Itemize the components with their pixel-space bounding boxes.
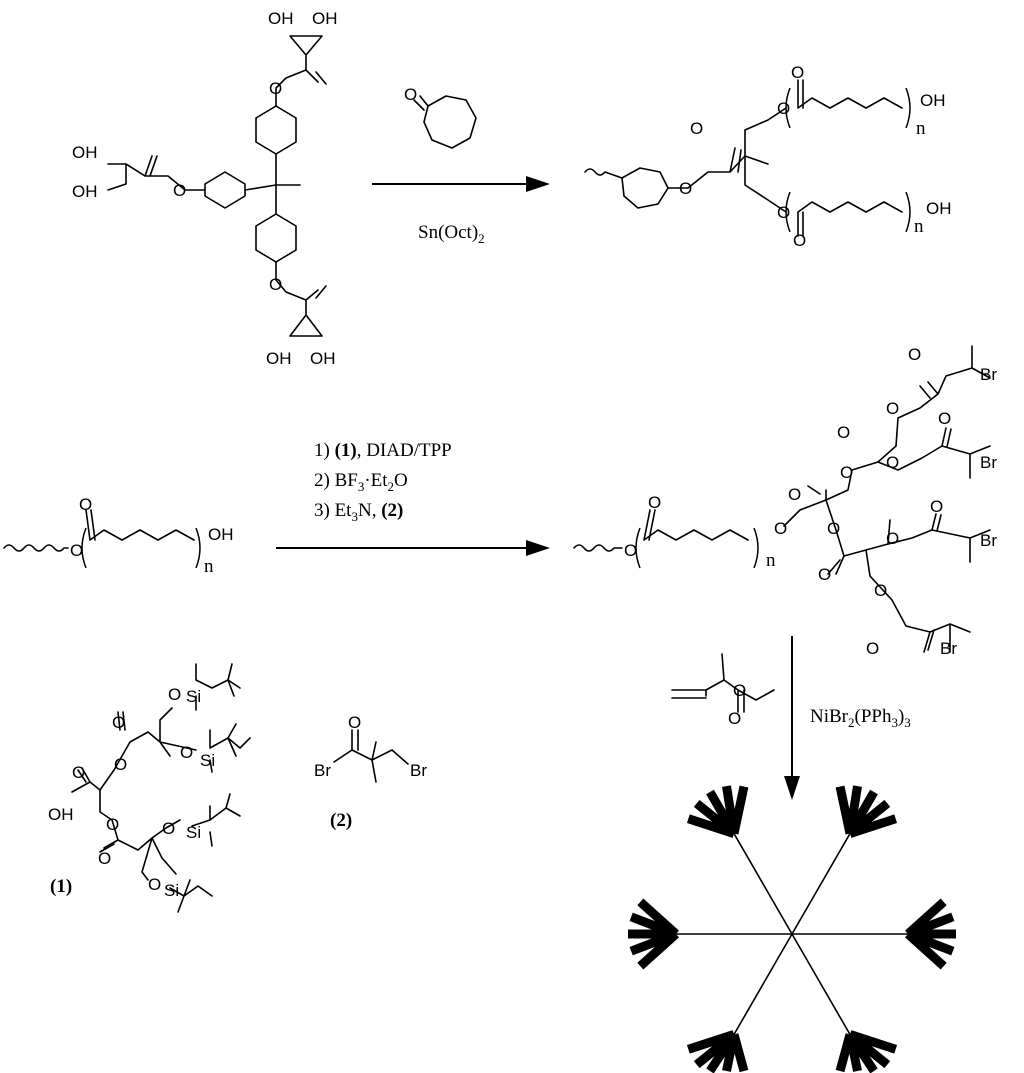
svg-text:O: O (793, 231, 806, 250)
svg-text:Br: Br (314, 761, 331, 780)
core-top-ring (255, 105, 297, 155)
compound-1-label: (1) (50, 876, 72, 897)
core-oh-left-bottom: OH (72, 182, 98, 201)
arrow-step2 (276, 540, 550, 556)
svg-text:O: O (886, 399, 899, 418)
svg-text:O: O (679, 179, 692, 198)
core-oh-bottom-right: OH (310, 349, 336, 368)
svg-text:Si: Si (186, 823, 201, 842)
svg-text:O: O (777, 203, 790, 222)
svg-text:O: O (348, 713, 361, 732)
svg-text:2) BF3·Et2O: 2) BF3·Et2O (314, 470, 408, 494)
svg-text:O: O (148, 875, 161, 894)
star-arm (791, 833, 851, 935)
product-br-dendron: O O n O O O O O O O O O O O O O O Br Br … (573, 345, 997, 658)
core-left-ring (204, 171, 246, 209)
svg-text:O: O (404, 85, 417, 104)
svg-text:OH: OH (208, 525, 234, 544)
caprolactone: O (404, 85, 477, 149)
svg-text:O: O (837, 423, 850, 442)
step3-catalyst: NiBr2(PPh3)3 (810, 706, 911, 730)
svg-text:O: O (886, 529, 899, 548)
svg-text:O: O (733, 681, 746, 700)
svg-text:O: O (690, 119, 703, 138)
svg-text:Si: Si (186, 687, 201, 706)
core-bottom-ring (255, 213, 297, 263)
core-o-bottom: O (269, 275, 282, 294)
core-o-top: O (269, 79, 282, 98)
arrow-step3: NiBr2(PPh3)3 (784, 636, 911, 800)
svg-text:O: O (938, 409, 951, 428)
core-oh-top-left: OH (268, 9, 294, 28)
svg-text:O: O (728, 709, 741, 728)
svg-text:Br: Br (980, 453, 997, 472)
svg-text:O: O (98, 849, 111, 868)
star-brush-chain (729, 785, 749, 835)
pcl-chain-start: O O OH n (3, 495, 234, 577)
svg-text:O: O (886, 453, 899, 472)
core-oh-top-right: OH (312, 9, 338, 28)
star-brush-chain (848, 814, 898, 838)
compound-1: OH O O O O O O O O O Si Si Si Si (1) (48, 663, 251, 913)
svg-text:O: O (112, 713, 125, 732)
svg-text:O: O (180, 743, 193, 762)
svg-text:n: n (204, 556, 214, 577)
star-polymer (628, 785, 956, 1073)
svg-text:n: n (916, 118, 926, 139)
svg-text:O: O (788, 485, 801, 504)
star-brush-chain (835, 1033, 855, 1073)
svg-text:O: O (79, 495, 92, 514)
product-pcl-dendron: O O O O O n OH O n OH (584, 63, 952, 250)
svg-text:Si: Si (164, 881, 179, 900)
step2-reagents: 1) (1), DIAD/TPP 2) BF3·Et2O 3) Et3N, (2… (314, 440, 452, 524)
methyl-methacrylate: O O (671, 653, 775, 728)
core-oh-left-top: OH (72, 143, 98, 162)
svg-text:Br: Br (410, 761, 427, 780)
svg-text:O: O (777, 99, 790, 118)
svg-text:Br: Br (980, 531, 997, 550)
arrow-step1: Sn(Oct)2 (372, 176, 550, 246)
core-oh-bottom-left: OH (266, 349, 292, 368)
svg-text:3) Et3N, (2): 3) Et3N, (2) (314, 500, 403, 524)
star-brush-chain (686, 1030, 736, 1054)
svg-text:O: O (874, 581, 887, 600)
svg-text:1) (1), DIAD/TPP: 1) (1), DIAD/TPP (314, 440, 452, 461)
svg-text:O: O (162, 819, 175, 838)
star-arm (733, 933, 793, 1035)
svg-text:n: n (766, 550, 776, 571)
svg-text:O: O (818, 565, 831, 584)
svg-text:OH: OH (920, 91, 946, 110)
svg-text:n: n (914, 216, 924, 237)
step1-catalyst: Sn(Oct)2 (418, 222, 485, 246)
svg-text:O: O (866, 639, 879, 658)
svg-text:O: O (72, 763, 85, 782)
svg-text:O: O (840, 463, 853, 482)
svg-text:OH: OH (926, 199, 952, 218)
svg-text:O: O (791, 63, 804, 82)
compound-2-label: (2) (330, 810, 352, 831)
svg-text:OH: OH (48, 805, 74, 824)
star-brush-chain (904, 930, 947, 970)
svg-text:O: O (930, 497, 943, 516)
svg-text:O: O (648, 493, 661, 512)
svg-text:O: O (908, 345, 921, 364)
core-molecule: OH OH OH OH OH OH O O O (72, 9, 338, 368)
svg-text:O: O (168, 685, 181, 704)
svg-text:O: O (774, 519, 787, 538)
star-arm (733, 833, 793, 935)
svg-text:O: O (114, 755, 127, 774)
star-arm (791, 933, 851, 1035)
svg-text:O: O (827, 519, 840, 538)
svg-text:O: O (106, 815, 119, 834)
star-brush-chain (637, 898, 680, 938)
svg-text:Br: Br (940, 639, 957, 658)
svg-text:O: O (624, 541, 637, 560)
core-o-left: O (173, 181, 186, 200)
svg-text:Si: Si (200, 751, 215, 770)
svg-text:Br: Br (980, 365, 997, 384)
compound-2: O Br Br (2) (314, 713, 427, 831)
svg-text:O: O (70, 541, 83, 560)
